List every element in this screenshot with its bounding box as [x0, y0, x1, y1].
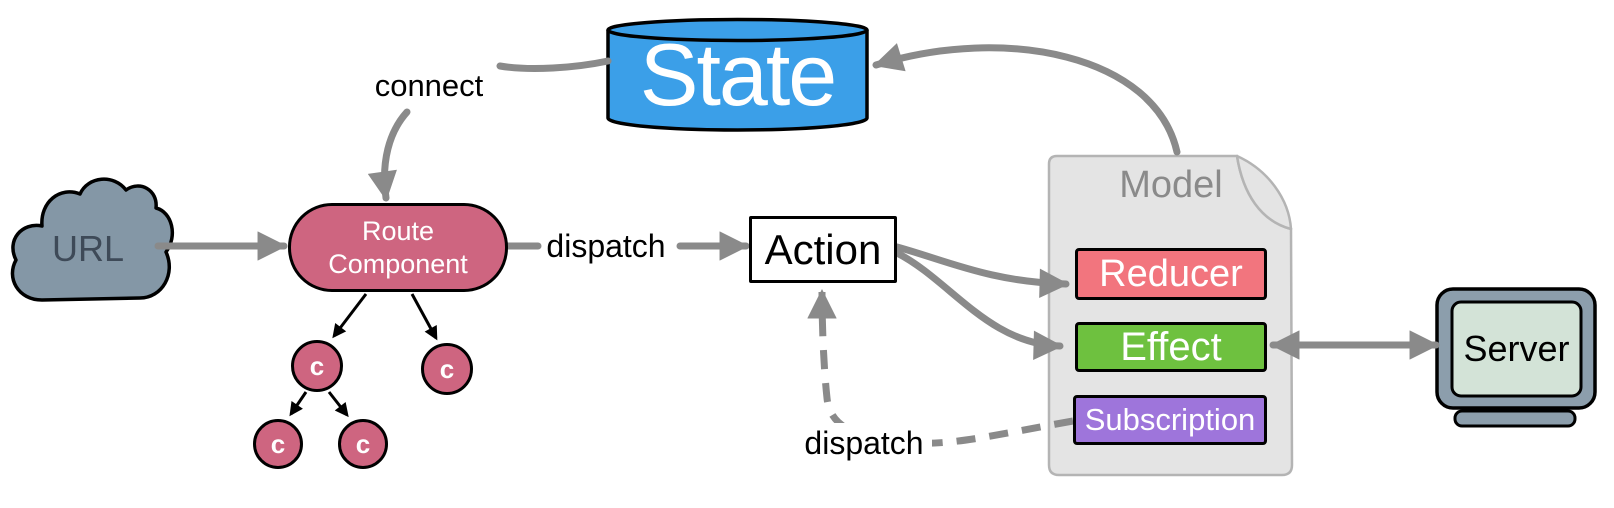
url-cloud	[10, 177, 175, 302]
effect-node: Effect	[1075, 322, 1267, 372]
edge-child-to-grandchild-2	[327, 391, 349, 418]
edge-state-to-connect	[496, 57, 612, 72]
effect-node-label: Effect	[1120, 324, 1222, 369]
model-document-title: Model	[1119, 164, 1223, 206]
reducer-node-label: Reducer	[1099, 252, 1243, 295]
edge-model-to-state	[872, 43, 1181, 156]
edge-action-to-reducer	[893, 243, 1070, 298]
route-component-label-line2: Component	[328, 248, 468, 279]
dispatch-dashed-edge-label: dispatch	[796, 423, 932, 464]
edge-route-to-child-1	[332, 293, 368, 339]
edge-subscription-dispatch-dashed	[807, 289, 1074, 447]
model-document-fold	[1235, 154, 1293, 231]
server-monitor-icon	[1435, 287, 1597, 428]
edge-connect-to-route-component	[367, 108, 411, 202]
connect-edge-label: connect	[374, 68, 484, 103]
route-component-label-line1: Route	[361, 216, 435, 247]
component-tree-node: c	[253, 419, 303, 469]
subscription-node-label: Subscription	[1084, 402, 1256, 437]
dispatch-edge-label: dispatch	[546, 228, 666, 264]
url-node-label: URL	[51, 228, 125, 269]
action-node-label: Action	[764, 225, 882, 273]
route-component-node: Route Component	[288, 203, 508, 292]
edge-action-to-effect	[893, 249, 1064, 360]
component-tree-node: c	[421, 343, 473, 395]
edge-route-to-child-2	[410, 293, 438, 341]
component-tree-node: c	[291, 340, 343, 392]
state-node-label: State	[639, 25, 837, 124]
component-tree-node: c	[338, 419, 388, 469]
state-cylinder	[606, 17, 869, 132]
server-node-label: Server	[1463, 328, 1570, 369]
subscription-node: Subscription	[1073, 395, 1267, 445]
edge-child-to-grandchild-1	[289, 391, 308, 417]
action-node: Action	[749, 216, 897, 283]
reducer-node: Reducer	[1075, 248, 1267, 300]
